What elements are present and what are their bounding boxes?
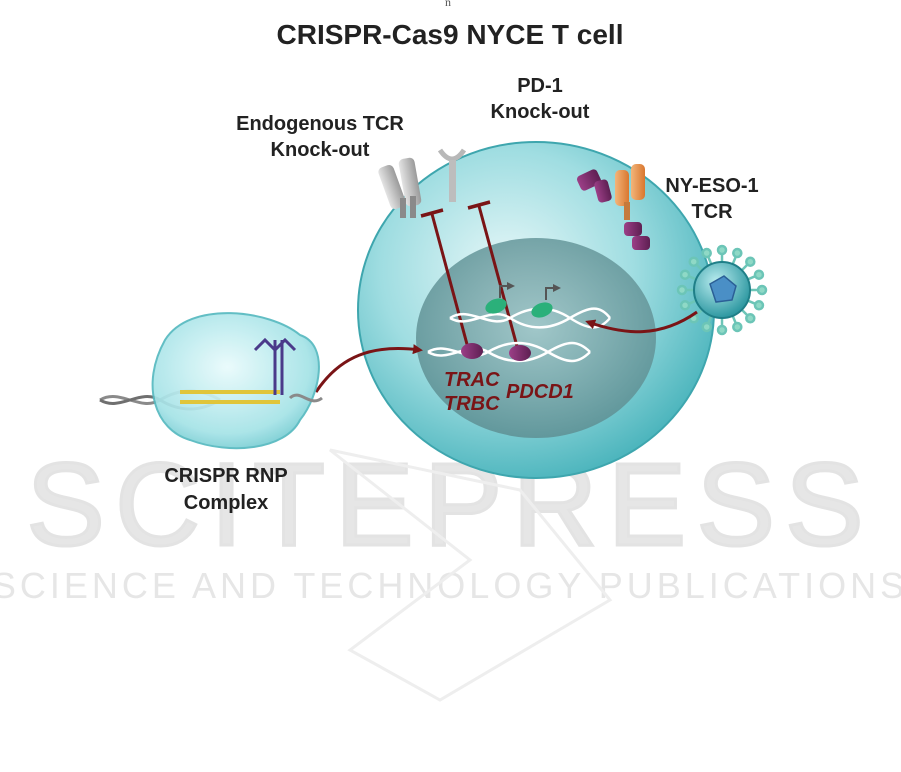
gene-label-trac: TRAC: [444, 369, 500, 391]
virus-spike-tip: [690, 258, 698, 266]
virus-spike-tip: [703, 323, 711, 331]
label-nyeso1-line1: NY-ESO-1: [665, 175, 758, 197]
nyeso1-virus: [678, 246, 766, 334]
label-pd1: PD-1 Knock-out: [491, 75, 590, 123]
watermark: SCITEPRESS SCIENCE AND TECHNOLOGY PUBLIC…: [0, 439, 901, 700]
header-fragment: n: [445, 0, 451, 9]
virus-spike-tip: [755, 301, 763, 309]
virus-spike-tip: [681, 271, 689, 279]
label-pd1-line1: PD-1: [517, 75, 563, 97]
virus-spike-tip: [718, 246, 726, 254]
virus-spike-tip: [746, 258, 754, 266]
label-endogenous-tcr-line2: Knock-out: [271, 139, 370, 161]
diagram-title: CRISPR-Cas9 NYCE T cell: [277, 19, 624, 50]
virus-spike-tip: [718, 326, 726, 334]
virus-spike-tip: [746, 314, 754, 322]
watermark-main: SCITEPRESS: [26, 439, 874, 571]
gene-label-trbc: TRBC: [444, 393, 500, 415]
label-crispr-rnp-line2: Complex: [184, 492, 268, 514]
virus-spike-tip: [758, 286, 766, 294]
virus-spike-tip: [703, 249, 711, 257]
label-pd1-line2: Knock-out: [491, 101, 590, 123]
pdcd1-cut-site: [509, 345, 531, 361]
label-endogenous-tcr: Endogenous TCR Knock-out: [236, 113, 404, 161]
crispr-rnp-complex: [100, 313, 322, 448]
label-nyeso1-line2: TCR: [691, 201, 733, 223]
virus-spike-tip: [678, 286, 686, 294]
label-crispr-rnp-line1: CRISPR RNP: [164, 465, 287, 487]
virus-spike-tip: [755, 271, 763, 279]
virus-spike-tip: [733, 323, 741, 331]
gene-label-pdcd1: PDCD1: [506, 381, 574, 403]
label-endogenous-tcr-line1: Endogenous TCR: [236, 113, 404, 135]
trac-cut-site: [461, 343, 483, 359]
virus-spike-tip: [733, 249, 741, 257]
watermark-sub: SCIENCE AND TECHNOLOGY PUBLICATIONS: [0, 565, 901, 606]
rnp-blob: [153, 313, 319, 448]
virus-spike-tip: [681, 301, 689, 309]
